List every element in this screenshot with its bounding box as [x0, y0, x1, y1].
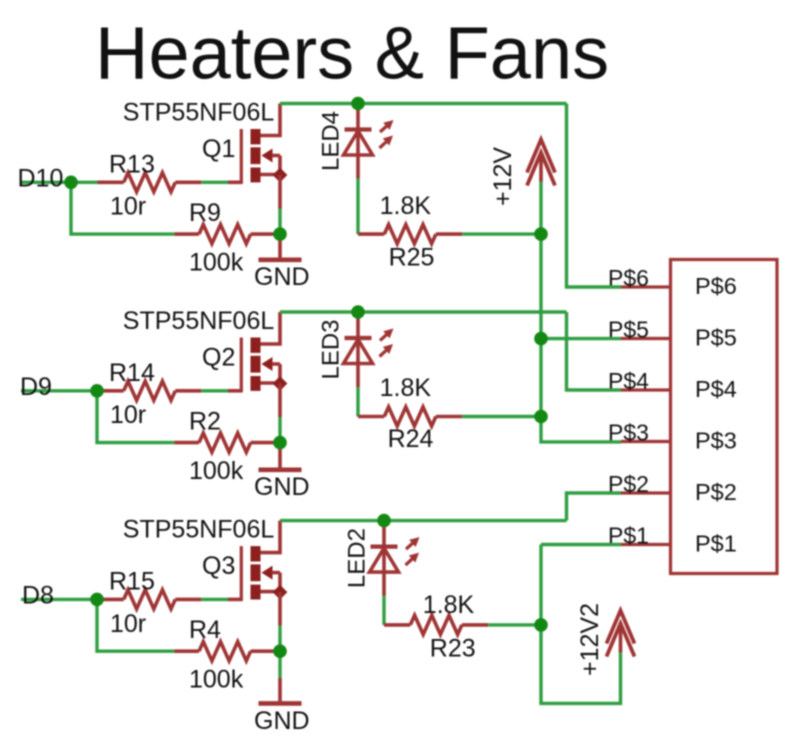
svg-text:Q1: Q1 — [202, 135, 235, 163]
svg-text:Heaters & Fans: Heaters & Fans — [95, 12, 609, 95]
svg-text:100k: 100k — [189, 457, 244, 485]
svg-text:1.8K: 1.8K — [380, 192, 432, 220]
svg-text:R2: R2 — [189, 407, 221, 435]
svg-text:D8: D8 — [22, 581, 54, 609]
svg-text:STP55NF06L: STP55NF06L — [123, 516, 275, 544]
svg-text:+12V: +12V — [489, 147, 517, 206]
svg-text:GND: GND — [254, 707, 310, 735]
svg-text:D10: D10 — [18, 164, 64, 192]
svg-text:100k: 100k — [189, 249, 244, 277]
svg-text:R9: R9 — [189, 199, 221, 227]
svg-text:LED3: LED3 — [318, 319, 345, 379]
svg-text:R15: R15 — [109, 568, 155, 596]
svg-text:R14: R14 — [109, 359, 155, 387]
svg-text:GND: GND — [254, 263, 310, 291]
svg-text:10r: 10r — [110, 610, 146, 638]
svg-text:R25: R25 — [389, 244, 435, 272]
svg-text:STP55NF06L: STP55NF06L — [123, 307, 275, 335]
svg-text:100k: 100k — [189, 666, 244, 694]
svg-text:P$5: P$5 — [695, 325, 737, 351]
svg-text:LED4: LED4 — [318, 111, 345, 171]
svg-text:10r: 10r — [110, 193, 146, 221]
svg-text:Q3: Q3 — [202, 552, 235, 580]
svg-text:STP55NF06L: STP55NF06L — [123, 99, 275, 127]
svg-text:R13: R13 — [109, 151, 155, 179]
svg-text:D9: D9 — [20, 373, 52, 401]
svg-text:10r: 10r — [110, 401, 146, 429]
svg-text:LED2: LED2 — [344, 528, 371, 588]
svg-text:P$6: P$6 — [695, 273, 737, 299]
svg-text:R24: R24 — [388, 425, 434, 453]
svg-text:1.8K: 1.8K — [423, 591, 475, 619]
svg-text:GND: GND — [254, 473, 310, 501]
svg-text:Q2: Q2 — [202, 344, 235, 372]
svg-text:P$4: P$4 — [695, 376, 737, 402]
svg-text:P$1: P$1 — [695, 531, 737, 557]
svg-text:+12V2: +12V2 — [576, 603, 604, 676]
svg-text:R4: R4 — [189, 616, 221, 644]
svg-text:P$2: P$2 — [695, 479, 737, 505]
svg-text:R23: R23 — [430, 635, 476, 663]
svg-text:P$3: P$3 — [695, 428, 737, 454]
svg-text:1.8K: 1.8K — [380, 374, 432, 402]
